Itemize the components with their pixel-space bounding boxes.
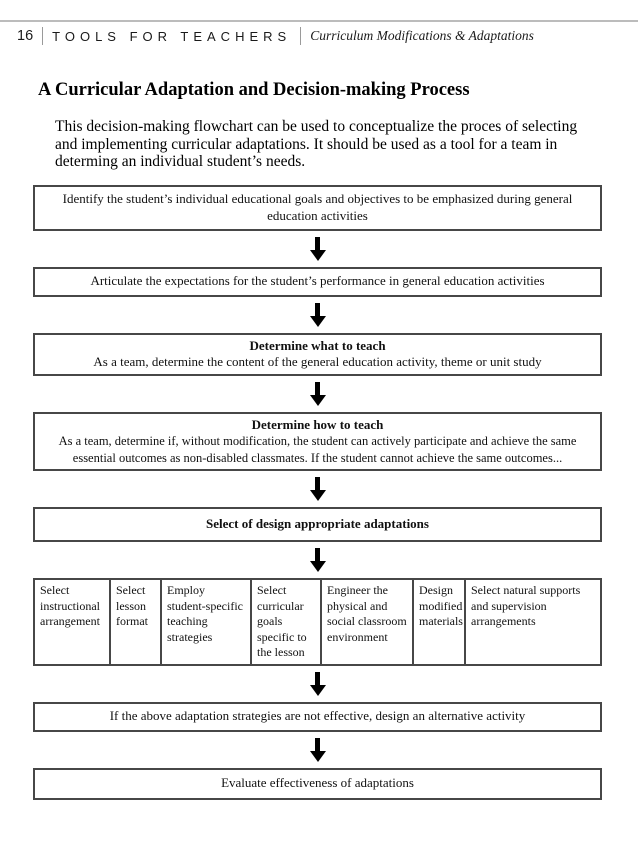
step-heading: Determine how to teach (251, 416, 384, 432)
option-cell-lesson-format: Select lesson format (111, 580, 162, 664)
step-heading: Select of design appropriate adaptations (206, 516, 429, 532)
flow-step-determine-how-to-teach: Determine how to teach As a team, determ… (33, 411, 602, 471)
flow-step-alternative-activity: If the above adaptation strategies are n… (33, 701, 602, 732)
step-text: If the above adaptation strategies are n… (109, 708, 526, 724)
option-cell-instructional-arrangement: Select instructional arrangement (35, 580, 111, 664)
document-title: A Curricular Adaptation and Decision-mak… (38, 80, 470, 100)
down-arrow-icon (33, 548, 602, 572)
page-number: 16 (17, 28, 34, 44)
brand-title: TOOLS FOR TEACHERS (52, 28, 292, 44)
option-cell-natural-supports: Select natural supports and supervision … (471, 583, 581, 628)
flow-step-determine-what-to-teach: Determine what to teach As a team, deter… (33, 332, 602, 376)
option-cell-curricular-goals: Select curricular goals specific to the … (252, 580, 322, 664)
flow-step-articulate-expectations: Articulate the expectations for the stud… (33, 266, 602, 297)
option-cell-teaching-strategies: Employ student-specific teaching strateg… (162, 580, 252, 664)
option-cell-classroom-environment: Engineer the physical and social classro… (322, 580, 414, 664)
step-text: Identify the student’s individual educat… (62, 191, 573, 223)
down-arrow-icon (33, 671, 602, 696)
flow-step-evaluate-effectiveness: Evaluate effectiveness of adaptations (33, 767, 602, 800)
decision-flowchart: Identify the student’s individual educat… (33, 184, 602, 800)
flow-step-identify-goals: Identify the student’s individual educat… (33, 184, 602, 231)
down-arrow-icon (33, 381, 602, 406)
step-heading: Determine what to teach (249, 337, 386, 353)
step-text: Articulate the expectations for the stud… (90, 273, 545, 289)
step-text: As a team, determine if, without modific… (58, 434, 577, 465)
header-divider (42, 27, 44, 45)
down-arrow-icon (33, 236, 602, 261)
intro-paragraph: This decision-making flowchart can be us… (55, 118, 578, 170)
header-rule (0, 20, 638, 22)
flow-step-select-adaptations: Select of design appropriate adaptations (33, 507, 602, 542)
down-arrow-icon (33, 737, 602, 762)
page-header: 16 TOOLS FOR TEACHERS Curriculum Modific… (17, 26, 638, 46)
step-text: Evaluate effectiveness of adaptations (221, 775, 414, 791)
option-cell-modified-materials: Design modified materials (414, 580, 466, 664)
down-arrow-icon (33, 302, 602, 327)
step-text: As a team, determine the content of the … (93, 354, 542, 369)
adaptation-options-row: Select instructional arrangement Select … (33, 578, 602, 666)
header-subtitle: Curriculum Modifications & Adaptations (310, 28, 534, 43)
down-arrow-icon (33, 477, 602, 501)
header-divider (300, 27, 302, 45)
